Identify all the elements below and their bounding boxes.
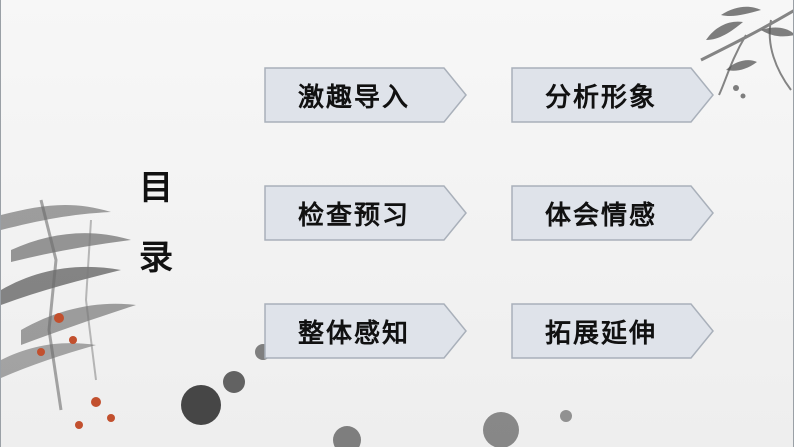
menu-item-jiqu-daoru[interactable]: 激趣导入: [264, 67, 468, 123]
menu-item-label: 检查预习: [297, 200, 410, 231]
arrow-shape: [264, 67, 467, 123]
arrow-shape: [264, 185, 467, 241]
ink-splashes: [181, 344, 572, 447]
title-char-mu: 目: [139, 168, 173, 208]
arrow-shape: [511, 185, 714, 241]
arrow-shape: [264, 303, 467, 359]
bamboo-leaves-left: [1, 199, 136, 411]
title-char-lu: 录: [139, 238, 173, 278]
menu-item-label: 拓展延伸: [544, 318, 657, 349]
menu-item-jiancha-yuxi[interactable]: 检查预习: [264, 185, 468, 241]
menu-item-fenxi-xingxiang[interactable]: 分析形象: [511, 67, 715, 123]
menu-item-tihui-qinggan[interactable]: 体会情感: [511, 185, 715, 241]
leaves-top-right: [706, 6, 793, 99]
plum-blossoms: [37, 313, 115, 429]
arrow-shape: [511, 303, 714, 359]
arrow-shape: [511, 67, 714, 123]
menu-item-zhengti-ganzhi[interactable]: 整体感知: [264, 303, 468, 359]
menu-item-tuozhan-yanshen[interactable]: 拓展延伸: [511, 303, 715, 359]
menu-item-label: 体会情感: [544, 200, 657, 231]
menu-item-label: 激趣导入: [297, 82, 410, 113]
menu-item-label: 整体感知: [297, 318, 410, 349]
menu-item-label: 分析形象: [544, 82, 657, 113]
